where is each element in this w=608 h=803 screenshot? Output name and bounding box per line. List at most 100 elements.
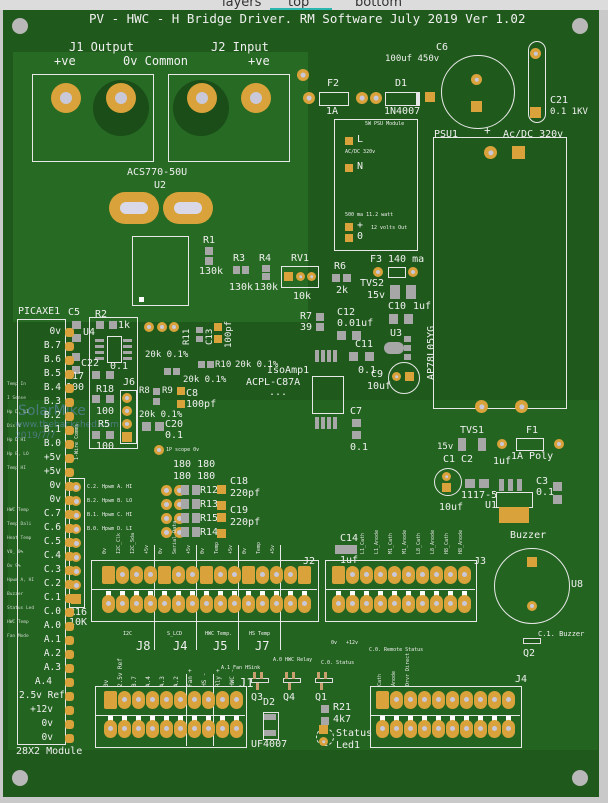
c9-pad-2	[405, 372, 414, 381]
picaxe-pin-label: B.2	[43, 410, 61, 421]
tvs1-pad-1	[458, 438, 466, 451]
picaxe-pin-pad	[65, 650, 74, 659]
r11-pad-2	[196, 336, 203, 342]
c7-ref: C7	[350, 406, 363, 417]
resistor-pad	[181, 485, 189, 495]
r14-ref: R14	[200, 527, 219, 538]
j4b-pin-bottom	[502, 720, 515, 738]
tvs1-pad-3	[497, 439, 507, 449]
header-pin-marker	[190, 591, 195, 596]
d1-outline	[385, 92, 420, 106]
psu-module-title: 5W PSU Module	[365, 121, 405, 127]
cap-pad	[217, 501, 226, 510]
via-pad	[161, 527, 172, 538]
scope-test-pad	[154, 445, 164, 455]
j3-power-0v: 0v	[331, 640, 338, 646]
f2-value: 1A	[326, 106, 339, 117]
isoamp-pin	[321, 417, 325, 429]
header-pin-bottom	[214, 595, 227, 613]
picaxe-pin-pad	[65, 412, 74, 421]
header-pin-name: +5v	[186, 544, 192, 554]
c20-pad-2	[155, 422, 164, 431]
header-pin-marker	[162, 591, 167, 596]
pcb-board: PV - HWC - H Bridge Driver. RM Software …	[3, 10, 599, 797]
u4-pin	[123, 351, 132, 354]
picaxe-side-note: Temp In	[7, 382, 26, 387]
f3-pad-2	[408, 267, 418, 277]
j4b-pin-top	[432, 691, 445, 709]
c10-ref: C10	[388, 301, 407, 312]
header-pin-marker	[134, 591, 139, 596]
j3-pin-bottom	[416, 595, 429, 613]
picaxe-pin-pad	[65, 622, 74, 631]
resistor-pad	[181, 513, 189, 523]
q3-ref: Q3	[251, 692, 264, 703]
j3-pin-bottom	[360, 595, 373, 613]
buzzer-pad-2	[527, 601, 537, 611]
r2-pad-2	[109, 321, 117, 329]
scope-label: 1P scope 0v	[166, 447, 200, 453]
r5-pad-1	[92, 431, 100, 439]
c11-ref: C11	[355, 339, 374, 350]
r2-value: 1k	[118, 320, 131, 331]
buzzer-label: Buzzer	[510, 530, 547, 541]
f3-ref: F3	[370, 254, 383, 265]
r4-ref: R4	[259, 253, 272, 264]
picaxe-pin-label: 0v	[49, 326, 61, 337]
c2-pad-2	[479, 479, 489, 488]
j4b-pin-marker	[506, 716, 511, 721]
j1-pin-name: HWC -	[229, 668, 236, 687]
u1-pin	[499, 479, 504, 491]
c4-pad	[72, 366, 80, 374]
r6-pad-1	[332, 274, 340, 282]
d1-pad-2	[425, 92, 435, 102]
j1-pin-name: Fan +	[187, 668, 194, 687]
tvs1-ref: TVS1	[460, 425, 485, 436]
c22-pad-2	[106, 371, 114, 379]
u4-pin	[123, 345, 132, 348]
picaxe-side-note: Hp D HI	[7, 438, 26, 443]
j1-header-divider	[95, 715, 245, 716]
c12-ref: C12	[337, 307, 356, 318]
picaxe-pin-pad	[65, 370, 74, 379]
picaxe-pin-label: +5v	[43, 466, 61, 477]
j4b-pin-bottom	[390, 720, 403, 738]
c12-value: 0.01uf	[337, 318, 374, 329]
r10-pad-1	[198, 361, 205, 368]
picaxe-pin-pad	[65, 566, 74, 575]
c3-pad-2	[553, 495, 562, 504]
psu-l-pad	[345, 137, 353, 145]
r21-value: 4k7	[333, 714, 352, 725]
psu-plus-label: +	[357, 220, 364, 231]
j3-divider	[325, 589, 475, 590]
j3-pin-name: H8_Cath	[444, 532, 450, 554]
isoamp-pin	[333, 417, 337, 429]
q2-ref: Q2	[523, 648, 536, 659]
picaxe-side-note: V0_ 0%	[7, 550, 24, 555]
tab-bottom[interactable]: bottom	[355, 0, 403, 10]
r12-ref: R12	[200, 485, 219, 496]
picaxe-pin-label: 0v	[41, 718, 53, 729]
buzzer-outline	[494, 548, 570, 624]
c10-pad-1	[389, 314, 398, 324]
header-pin-top	[270, 566, 283, 584]
c3-ref: C3	[536, 476, 549, 487]
tab-layers[interactable]: layers	[222, 0, 262, 10]
picaxe-pin-pad	[65, 678, 74, 687]
r16-ref: R16	[69, 607, 88, 618]
j1-pin-marker	[234, 716, 239, 721]
isoamp-pin	[315, 417, 319, 429]
psu1-ref: PSU1	[434, 129, 459, 140]
board-title: PV - HWC - H Bridge Driver. RM Software …	[89, 11, 526, 26]
c8-ref: C8	[186, 388, 199, 399]
j1-pin-top	[174, 691, 187, 709]
tab-top[interactable]: top	[288, 0, 310, 10]
r16-pin	[71, 552, 81, 562]
header-pin-marker	[106, 591, 111, 596]
u4-pin	[123, 357, 132, 360]
c13-pad-2	[214, 335, 222, 343]
picaxe-pin-label: 0v	[49, 494, 61, 505]
header-pin-bottom	[186, 595, 199, 613]
j1-pin-marker	[178, 716, 183, 721]
j1-rly-divider	[213, 674, 214, 746]
